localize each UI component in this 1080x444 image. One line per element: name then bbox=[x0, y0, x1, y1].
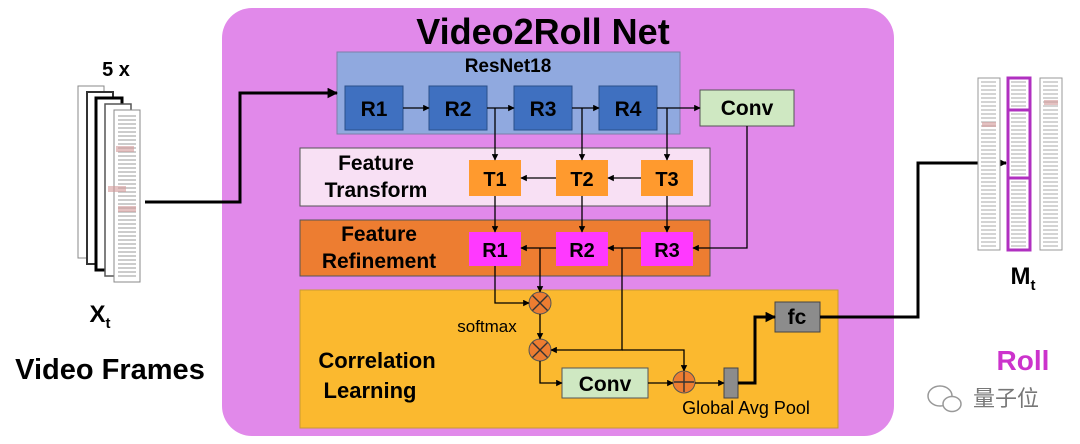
transform-block-t2 bbox=[556, 160, 608, 196]
frame-count-label: 5 x bbox=[102, 59, 130, 81]
top-conv-label: Conv bbox=[721, 97, 774, 120]
refine-block-r2 bbox=[556, 232, 608, 266]
resnet-block-r1-label: R1 bbox=[361, 98, 388, 121]
refine-block-r2-label: R2 bbox=[569, 240, 595, 262]
corr-conv-box bbox=[561, 367, 649, 399]
top-conv-box bbox=[699, 89, 795, 127]
correlation-label-line1: Correlation bbox=[318, 348, 435, 373]
resnet-block-r1 bbox=[344, 85, 404, 131]
watermark-text: 量子位 bbox=[973, 387, 1039, 412]
output-variable-label: Mt bbox=[1011, 263, 1036, 294]
resnet-block-r4-label: R4 bbox=[615, 98, 642, 121]
correlation-label-line2: Learning bbox=[324, 378, 417, 403]
transform-block-t3-label: T3 bbox=[655, 169, 678, 191]
roll-caption: Roll bbox=[997, 345, 1050, 376]
softmax-label: softmax bbox=[457, 317, 517, 336]
transform-block-t3 bbox=[641, 160, 693, 196]
multiply-node-1 bbox=[528, 291, 552, 315]
global-avg-pool-box bbox=[723, 367, 739, 399]
global-avg-pool-label: Global Avg Pool bbox=[682, 398, 810, 418]
add-node bbox=[672, 370, 696, 394]
resnet-block-r3 bbox=[513, 85, 573, 131]
refine-block-r1-label: R1 bbox=[482, 240, 508, 262]
feature-transform-label-line2: Transform bbox=[325, 179, 428, 202]
resnet-block-r2 bbox=[428, 85, 488, 131]
fc-label: fc bbox=[788, 306, 807, 329]
multiply-node-2 bbox=[528, 338, 552, 362]
resnet18-label: ResNet18 bbox=[465, 56, 552, 77]
transform-block-t1 bbox=[469, 160, 521, 196]
wechat-logo-icon bbox=[927, 385, 962, 413]
video-frames-caption: Video Frames bbox=[15, 354, 205, 386]
resnet-block-r2-label: R2 bbox=[445, 98, 472, 121]
input-frame-stack bbox=[77, 85, 141, 283]
transform-block-t2-label: T2 bbox=[570, 169, 593, 191]
refine-block-r3-label: R3 bbox=[654, 240, 680, 262]
output-roll-columns bbox=[977, 76, 1063, 252]
feature-transform-label-line1: Feature bbox=[338, 152, 414, 175]
connection-arrows bbox=[145, 87, 1008, 387]
feature-refinement-label-line1: Feature bbox=[341, 223, 417, 246]
corr-conv-label: Conv bbox=[579, 373, 632, 396]
transform-block-t1-label: T1 bbox=[483, 169, 506, 191]
correlation-learning-block bbox=[299, 289, 839, 429]
refine-block-r3 bbox=[641, 232, 693, 266]
network-title: Video2Roll Net bbox=[416, 11, 669, 52]
feature-refinement-label-line2: Refinement bbox=[322, 250, 436, 273]
input-variable-label: Xt bbox=[89, 301, 110, 332]
refine-block-r1 bbox=[469, 232, 521, 266]
resnet-block-r3-label: R3 bbox=[530, 98, 557, 121]
resnet-block-r4 bbox=[598, 85, 658, 131]
